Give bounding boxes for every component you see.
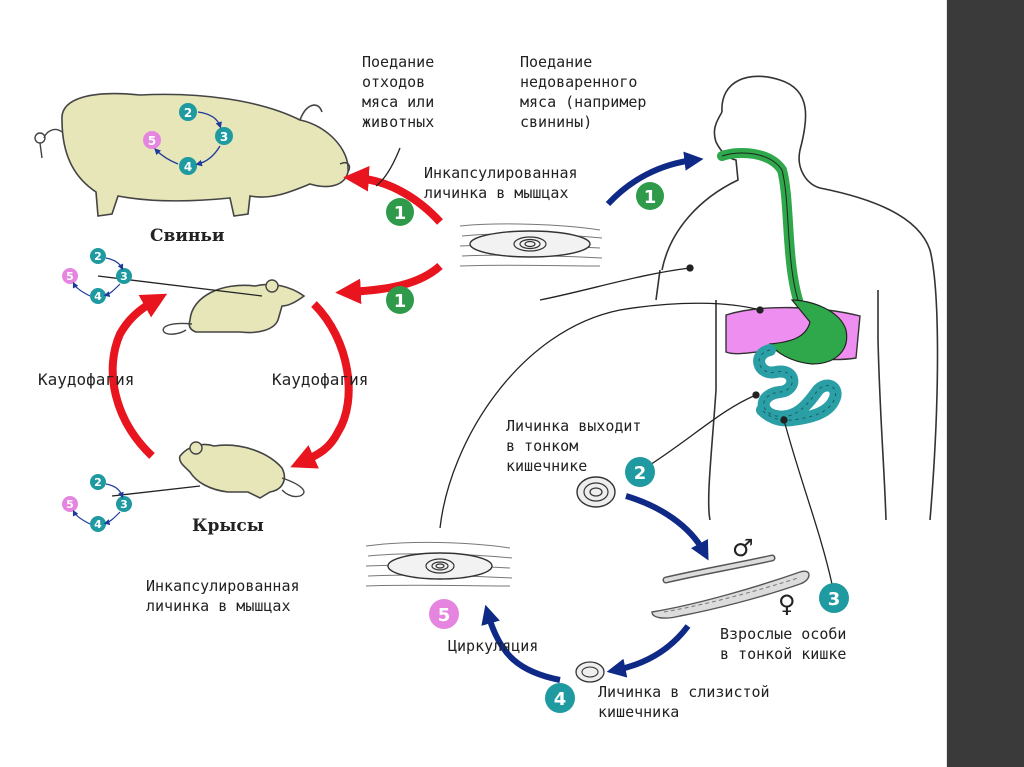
- svg-text:3: 3: [120, 270, 128, 283]
- red-arrow-to-rat: [335, 262, 443, 305]
- svg-text:1: 1: [394, 291, 407, 312]
- mini-cycle-rat-bottom: 2 3 4 5: [62, 474, 132, 532]
- label-rats: Крысы: [192, 516, 264, 536]
- label-adults: Взрослые особи в тонкой кишке: [720, 625, 847, 663]
- stage-badge-2: 2: [625, 457, 655, 487]
- label-pigs: Свиньи: [150, 226, 225, 246]
- label-circulation: Циркуляция: [448, 637, 539, 655]
- svg-text:5: 5: [66, 270, 74, 283]
- rat-bottom-figure: [178, 441, 305, 499]
- svg-text:2: 2: [94, 250, 102, 263]
- blue-arrow-to-mucosa: [606, 624, 691, 678]
- svg-text:1: 1: [644, 187, 657, 208]
- pig-figure: [34, 92, 351, 217]
- female-worm: [651, 570, 810, 619]
- slide-frame: [946, 0, 947, 767]
- svg-text:4: 4: [554, 689, 567, 710]
- svg-text:2: 2: [184, 106, 192, 120]
- stage-badge-4: 4: [545, 683, 575, 713]
- svg-text:3: 3: [120, 498, 128, 511]
- label-larva-mucosa: Личинка в слизистой кишечника: [598, 683, 770, 721]
- svg-text:4: 4: [94, 518, 102, 531]
- stage-badge-1-human: 1: [636, 182, 664, 210]
- svg-text:5: 5: [148, 134, 156, 148]
- stage-badge-1-pig: 1: [386, 198, 414, 226]
- label-caudophagy-right: Каудофагия: [272, 370, 369, 389]
- svg-text:5: 5: [66, 498, 74, 511]
- male-symbol: ♂: [732, 534, 754, 562]
- pathway-lines: [97, 147, 833, 585]
- blue-arrow-to-human: [605, 151, 704, 207]
- mini-cycle-pig: 2 3 4 5: [143, 103, 233, 175]
- red-arrows: [108, 165, 443, 469]
- svg-text:1: 1: [394, 203, 407, 224]
- coiled-larva-mucosa: [575, 661, 605, 683]
- label-encapsulated-bottom: Инкапсулированная личинка в мышцах: [146, 577, 300, 615]
- label-caudophagy-left: Каудофагия: [38, 370, 135, 389]
- label-larva-exits: Личинка выходит в тонком кишечнике: [506, 417, 642, 475]
- blue-arrow-to-adults: [625, 493, 709, 561]
- red-arrow-caudophagy-left: [108, 293, 168, 459]
- stage-badge-1-rat: 1: [386, 286, 414, 314]
- rat-top-figure: [162, 279, 306, 335]
- stage-badge-3: 3: [819, 583, 849, 613]
- label-eating-waste: Поедание отходов мяса или животных: [362, 53, 435, 131]
- blue-arrows: [481, 151, 709, 683]
- digestive-tract: [717, 147, 848, 365]
- coiled-larva-intestine: [576, 476, 616, 508]
- svg-text:2: 2: [94, 476, 102, 489]
- female-symbol: ♀: [778, 590, 796, 618]
- svg-text:3: 3: [828, 589, 841, 610]
- label-eating-meat: Поедание недоваренного мяса (например св…: [520, 53, 647, 131]
- red-arrow-caudophagy-right: [290, 301, 353, 469]
- svg-text:4: 4: [184, 160, 192, 174]
- small-intestine: [753, 344, 842, 427]
- label-encapsulated-top: Инкапсулированная личинка в мышцах: [424, 164, 578, 202]
- stage-badge-5: 5: [429, 599, 459, 629]
- blue-arrow-to-muscle: [481, 604, 561, 683]
- red-arrow-to-pig: [343, 165, 443, 225]
- svg-text:5: 5: [438, 605, 451, 626]
- mini-cycle-rat-top: 2 3 4 5: [62, 248, 132, 304]
- svg-text:2: 2: [634, 463, 647, 484]
- svg-text:3: 3: [220, 130, 228, 144]
- side-bar: [947, 0, 1024, 767]
- male-worm: [662, 554, 776, 584]
- svg-text:4: 4: [94, 290, 102, 303]
- muscle-patch-bottom: [365, 541, 513, 587]
- muscle-patch-top: [459, 223, 603, 267]
